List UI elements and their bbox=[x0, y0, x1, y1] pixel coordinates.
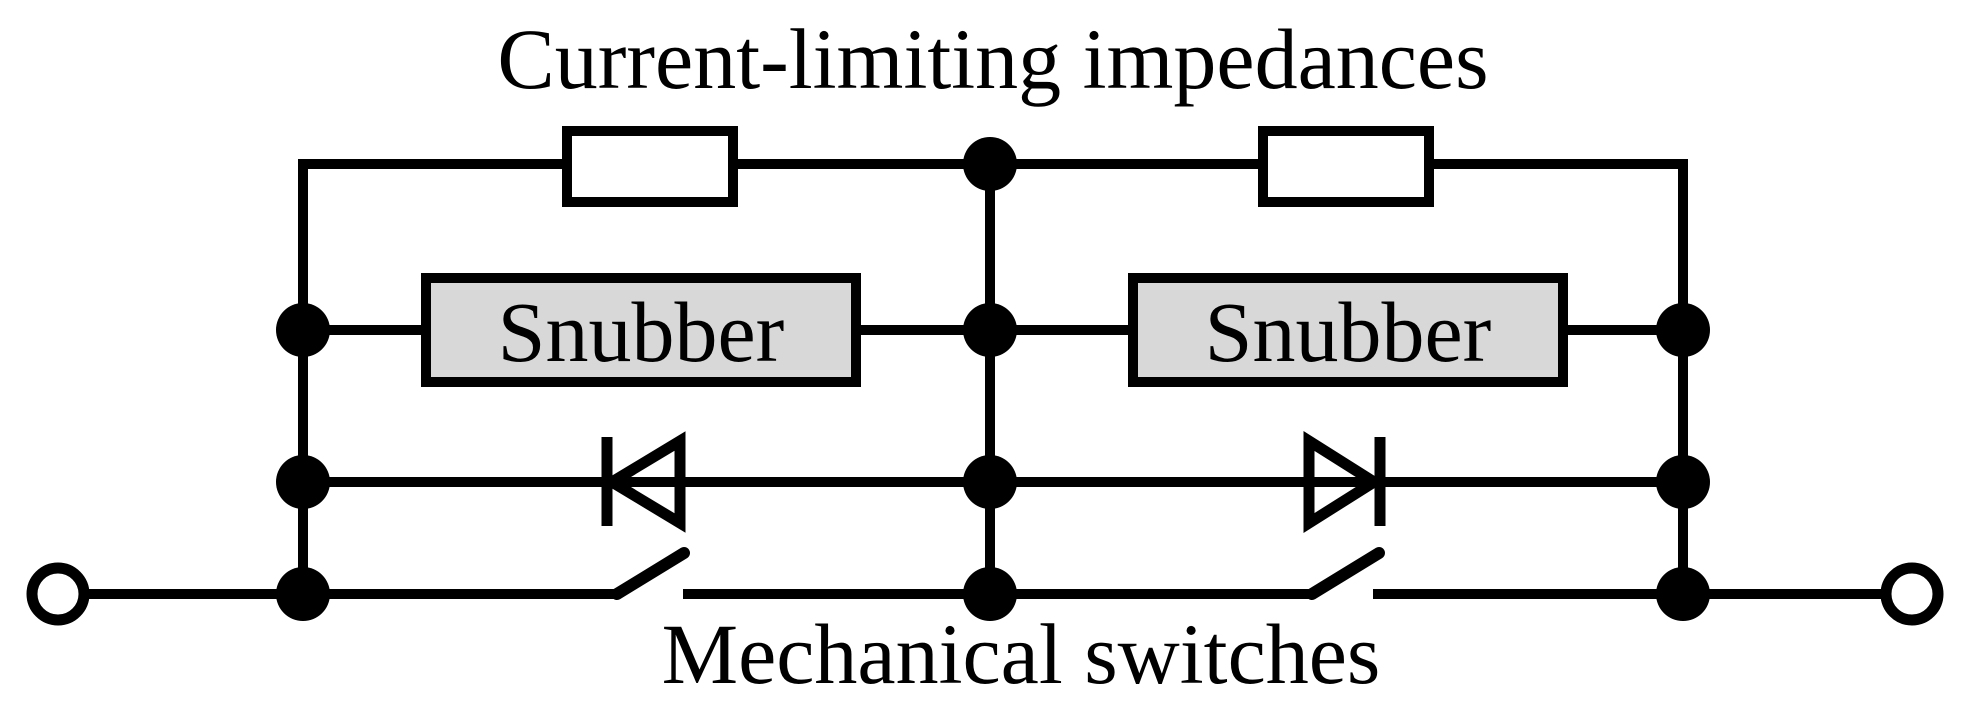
snubber-left-box bbox=[421, 273, 861, 387]
junction-dot bbox=[1656, 455, 1710, 509]
junction-dot bbox=[1656, 303, 1710, 357]
junction-dot bbox=[276, 455, 330, 509]
diode-right-icon bbox=[1303, 431, 1386, 533]
junction-dot bbox=[276, 567, 330, 621]
snubber-right: Snubber bbox=[1128, 273, 1568, 387]
snubber-left-label: Snubber bbox=[498, 284, 785, 380]
junction-dot bbox=[963, 303, 1017, 357]
snubber-right-label: Snubber bbox=[1205, 284, 1492, 380]
mechanical-switches-label: Mechanical switches bbox=[662, 606, 1381, 702]
current-limiting-impedance-right bbox=[1258, 126, 1434, 207]
junction-dot bbox=[1656, 567, 1710, 621]
mechanical-switch-right-blade bbox=[1306, 547, 1385, 600]
junction-dot bbox=[963, 137, 1017, 191]
junction-dot bbox=[963, 567, 1017, 621]
snubber-left: Snubber bbox=[421, 273, 861, 387]
terminal-left-icon bbox=[26, 562, 90, 626]
title-label: Current-limiting impedances bbox=[497, 11, 1488, 107]
diode-right-triangle bbox=[1303, 431, 1385, 533]
junction-dot bbox=[276, 303, 330, 357]
diode-left-triangle bbox=[601, 431, 686, 533]
snubber-right-box bbox=[1128, 273, 1568, 387]
junction-dot bbox=[963, 455, 1017, 509]
terminal-right-icon bbox=[1880, 562, 1944, 626]
current-limiting-impedance-left bbox=[562, 126, 738, 207]
diode-left-icon bbox=[601, 431, 686, 533]
mechanical-switch-left-blade bbox=[611, 547, 690, 600]
